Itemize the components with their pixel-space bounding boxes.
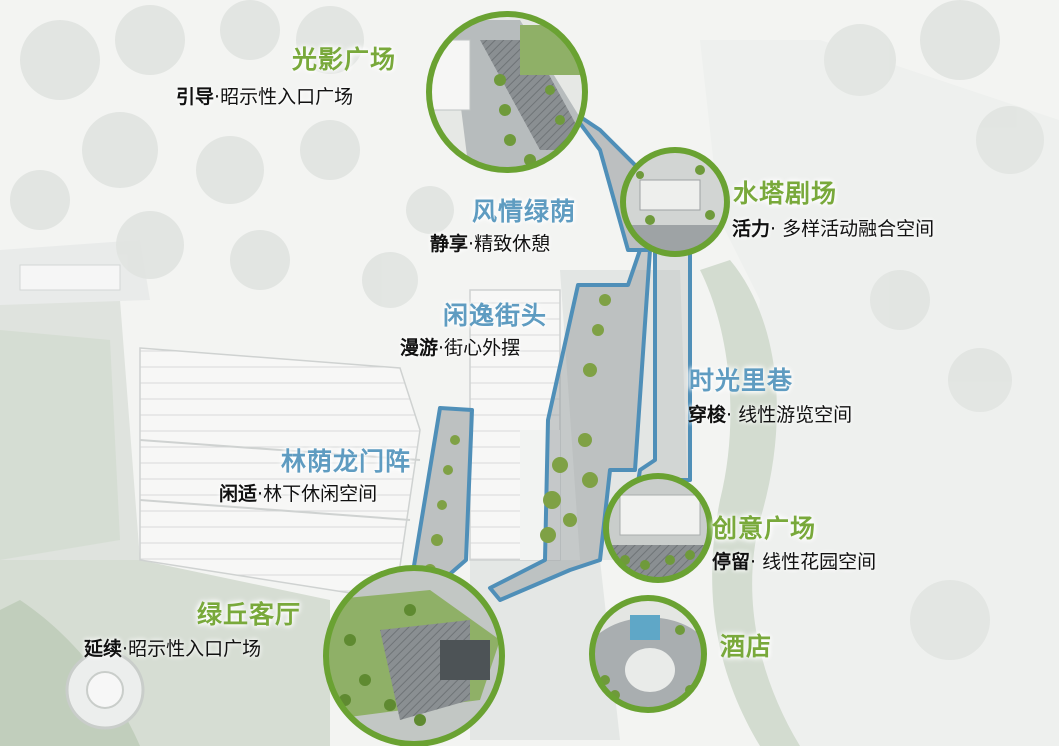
label-guangying-keyword: 引导 <box>176 86 215 108</box>
separator: · <box>122 638 129 660</box>
label-shiguang-keyword: 穿梭 <box>688 404 727 426</box>
label-lvqiu-sub: 延续·昭示性入口广场 <box>84 634 261 661</box>
label-shuita-sub: 活力· 多样活动融合空间 <box>732 214 934 241</box>
label-lvqiu-desc: 昭示性入口广场 <box>128 638 262 660</box>
detail-circle-shuita <box>620 147 730 257</box>
label-guangying-sub: 引导·昭示性入口广场 <box>176 82 353 109</box>
label-shiguang-title: 时光里巷 <box>689 366 794 395</box>
label-lvqiu-keyword: 延续 <box>84 638 123 660</box>
label-chuangyi-desc: 线性花园空间 <box>762 551 877 573</box>
label-chuangyi-title: 创意广场 <box>712 514 817 543</box>
separator: · <box>770 218 777 240</box>
label-shuita-title: 水塔剧场 <box>733 179 838 208</box>
label-shiguang-sub: 穿梭· 线性游览空间 <box>688 400 852 427</box>
label-chuangyi-keyword: 停留 <box>712 551 751 573</box>
background-trees <box>10 0 1044 660</box>
label-guangying-title: 光影广场 <box>292 45 397 74</box>
label-linyin-desc: 林下休闲空间 <box>263 483 378 505</box>
warehouse-buildings <box>139 289 561 601</box>
label-shuita-keyword: 活力 <box>732 218 771 240</box>
label-linyin-title: 林荫龙门阵 <box>281 447 412 476</box>
label-chuangyi-sub: 停留· 线性花园空间 <box>712 547 876 574</box>
label-xianyi-keyword: 漫游 <box>400 337 439 359</box>
label-fengqing-sub: 静享·精致休憩 <box>430 229 550 256</box>
label-xianyi-desc: 街心外摆 <box>444 337 521 359</box>
label-xianyi-title: 闲逸街头 <box>443 301 548 330</box>
label-lvqiu-title: 绿丘客厅 <box>197 600 302 629</box>
label-linyin-keyword: 闲适 <box>219 483 258 505</box>
detail-circle-lvqiu <box>323 565 505 746</box>
separator: · <box>214 86 221 108</box>
separator: · <box>257 483 264 505</box>
label-linyin-sub: 闲适·林下休闲空间 <box>219 479 377 506</box>
separator: · <box>468 233 475 255</box>
detail-circle-chuangyi <box>603 473 713 583</box>
detail-circle-jiudian <box>589 595 707 713</box>
separator: · <box>750 551 757 573</box>
label-xianyi-sub: 漫游·街心外摆 <box>400 333 520 360</box>
label-jiudian-title: 酒店 <box>720 632 773 661</box>
label-shiguang-desc: 线性游览空间 <box>738 404 853 426</box>
label-fengqing-desc: 精致休憩 <box>474 233 551 255</box>
separator: · <box>438 337 445 359</box>
separator: · <box>726 404 733 426</box>
label-fengqing-keyword: 静享 <box>430 233 469 255</box>
detail-circle-guangying <box>426 11 588 173</box>
label-fengqing-title: 风情绿荫 <box>472 197 577 226</box>
label-shuita-desc: 多样活动融合空间 <box>782 218 935 240</box>
label-guangying-desc: 昭示性入口广场 <box>220 86 354 108</box>
